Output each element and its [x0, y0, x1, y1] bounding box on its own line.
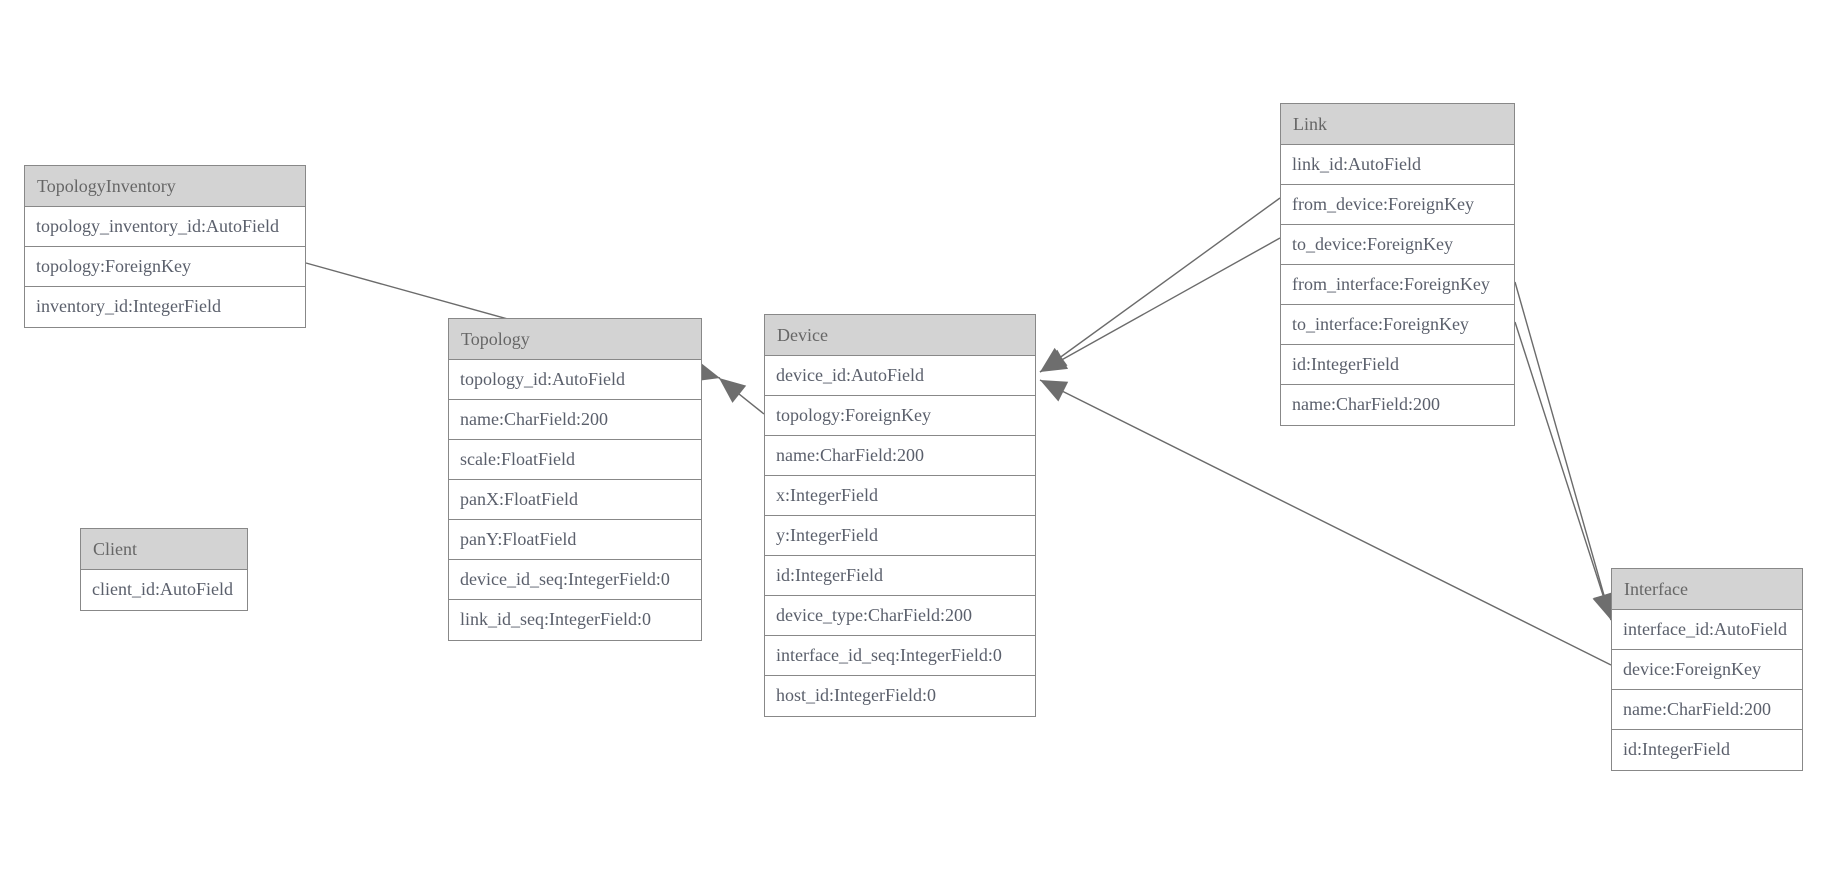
relationship-arrowhead-icon [1040, 347, 1068, 372]
relationship-line [1039, 237, 1281, 373]
entity-field: interface_id:AutoField [1612, 610, 1802, 650]
entity-field: id:IntegerField [765, 556, 1035, 596]
relationship-line [1514, 281, 1612, 621]
entity-title-link: Link [1281, 104, 1514, 145]
entity-field: id:IntegerField [1612, 730, 1802, 770]
relationship-line [718, 377, 765, 415]
entity-title-topology: Topology [449, 319, 701, 360]
entity-field: device_id:AutoField [765, 356, 1035, 396]
entity-field: device_id_seq:IntegerField:0 [449, 560, 701, 600]
entity-field: name:CharField:200 [449, 400, 701, 440]
entity-field: topology_inventory_id:AutoField [25, 207, 305, 247]
entity-field: name:CharField:200 [1281, 385, 1514, 425]
entity-field: inventory_id:IntegerField [25, 287, 305, 327]
relationship-link-to_device-to-device [1039, 237, 1281, 373]
entity-field: name:CharField:200 [765, 436, 1035, 476]
relationship-arrowhead-icon [719, 378, 747, 403]
entity-field: topology:ForeignKey [25, 247, 305, 287]
entity-field: link_id_seq:IntegerField:0 [449, 600, 701, 640]
entity-field: scale:FloatField [449, 440, 701, 480]
relationship-arrowhead-icon [1040, 380, 1069, 402]
entity-field: to_interface:ForeignKey [1281, 305, 1514, 345]
entity-field: topology_id:AutoField [449, 360, 701, 400]
relationship-link-to_interface-to-interface [1514, 321, 1614, 621]
entity-field: id:IntegerField [1281, 345, 1514, 385]
entity-title-topology_inventory: TopologyInventory [25, 166, 305, 207]
entity-field: client_id:AutoField [81, 570, 247, 610]
relationship-line [1039, 197, 1281, 373]
entity-field: name:CharField:200 [1612, 690, 1802, 730]
entity-field: to_device:ForeignKey [1281, 225, 1514, 265]
entity-field: interface_id_seq:IntegerField:0 [765, 636, 1035, 676]
entity-title-device: Device [765, 315, 1035, 356]
entity-field: x:IntegerField [765, 476, 1035, 516]
entity-field: from_interface:ForeignKey [1281, 265, 1514, 305]
entity-field: host_id:IntegerField:0 [765, 676, 1035, 716]
entity-field: device:ForeignKey [1612, 650, 1802, 690]
relationship-link-from_interface-to-interface [1514, 281, 1615, 621]
entity-field: from_device:ForeignKey [1281, 185, 1514, 225]
relationship-line [1514, 321, 1612, 621]
entity-title-interface: Interface [1612, 569, 1802, 610]
entity-field: topology:ForeignKey [765, 396, 1035, 436]
entity-field: panX:FloatField [449, 480, 701, 520]
entity-field: device_type:CharField:200 [765, 596, 1035, 636]
entity-title-client: Client [81, 529, 247, 570]
entity-field: link_id:AutoField [1281, 145, 1514, 185]
relationship-link-from_device-to-device [1039, 197, 1281, 373]
relationship-arrowhead-icon [1040, 349, 1069, 372]
entity-field: panY:FloatField [449, 520, 701, 560]
entity-field: y:IntegerField [765, 516, 1035, 556]
relationship-device-to-topology [718, 377, 765, 415]
